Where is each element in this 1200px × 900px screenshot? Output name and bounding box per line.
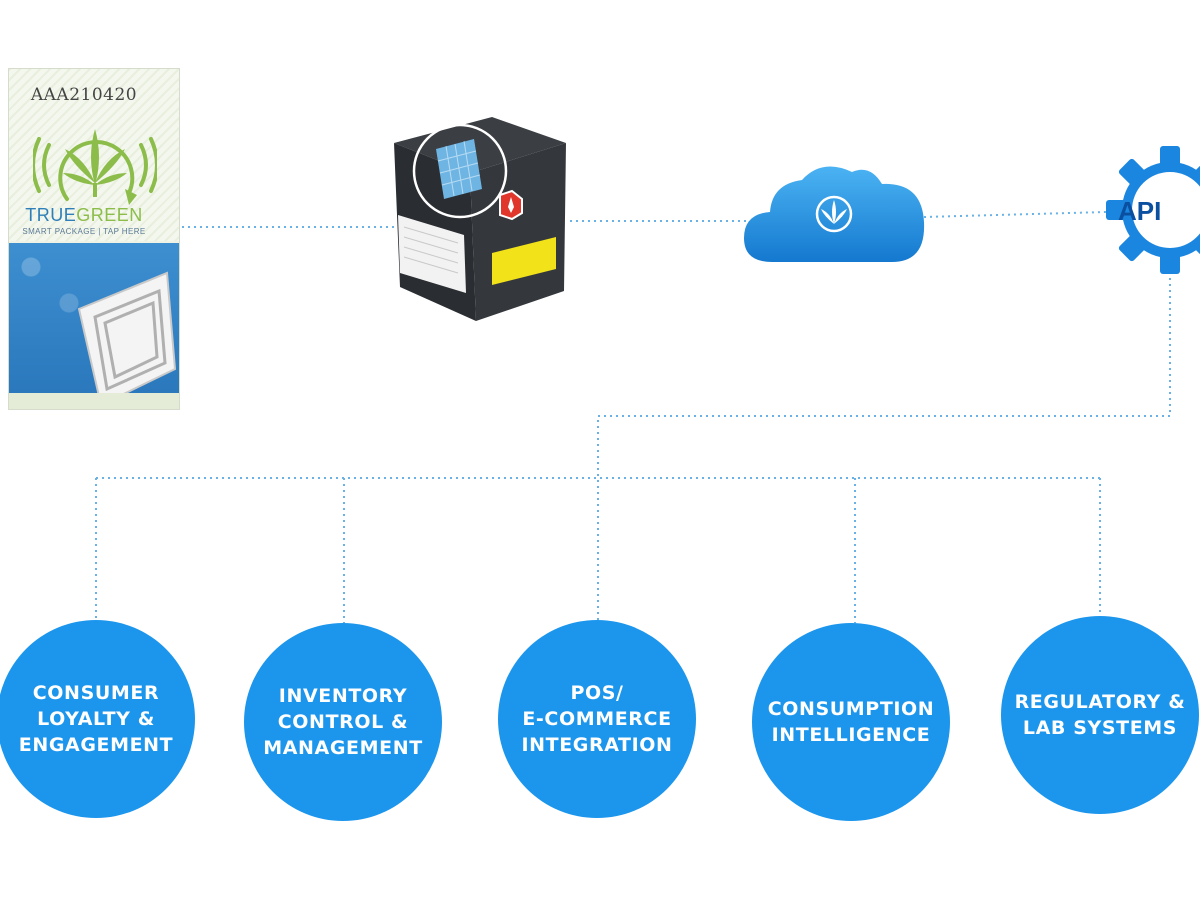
product-box [394,117,566,321]
gear-icon [1106,146,1200,274]
node-pos-ecommerce: POS/ E-COMMERCE INTEGRATION [498,620,696,818]
node-inventory-control: INVENTORY CONTROL & MANAGEMENT [244,623,442,821]
tag-tagline: SMART PACKAGE | TAP HERE [22,227,146,236]
cloud-icon [744,166,925,262]
tag-brand-green: GREEN [76,205,143,225]
node-label: CONSUMER LOYALTY & ENGAGEMENT [18,682,174,756]
node-regulatory-lab: REGULATORY & LAB SYSTEMS [1001,616,1199,814]
api-label: API [1118,196,1162,226]
connector-cloud-to-api [923,211,1107,218]
node-consumer-loyalty: CONSUMER LOYALTY & ENGAGEMENT [0,620,195,818]
node-label: CONSUMPTION INTELLIGENCE [767,698,935,746]
nfc-signal-icon [77,271,177,407]
node-label: REGULATORY & LAB SYSTEMS [1014,691,1186,739]
tag-strip [9,393,179,409]
node-consumption-intelligence: CONSUMPTION INTELLIGENCE [752,623,950,821]
tag-code: AAA210420 [30,85,138,105]
node-label: POS/ E-COMMERCE INTEGRATION [521,682,673,756]
cannabis-leaf-icon [33,129,157,205]
connector-api-down [597,278,1171,620]
tag-brand: TRUEGREEN [9,205,159,226]
node-label: INVENTORY CONTROL & MANAGEMENT [263,685,423,759]
nfc-smart-tag: AAA210420 TRUEGREEN SMART PACKAGE | TAP … [8,68,180,410]
tag-brand-true: TRUE [25,205,77,225]
